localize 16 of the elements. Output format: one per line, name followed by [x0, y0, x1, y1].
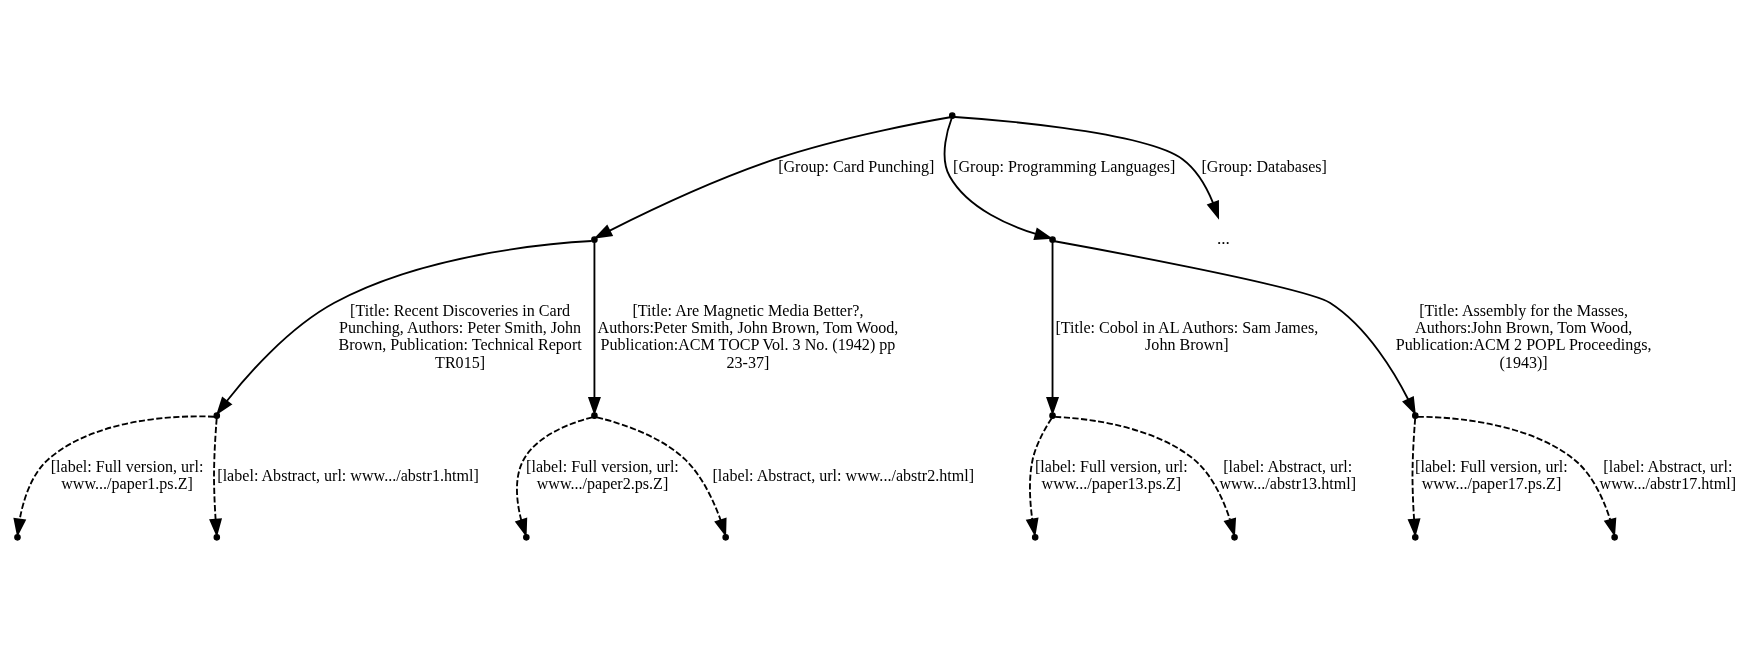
edge-label: [Title: Are Magnetic Media Better?, Authors:Peter Smith, John Brown, Tom Wood, Publication:ACM TOCP Vol. 3 No. (1942) pp 23-37] [597, 301, 899, 371]
edge-label: [label: Abstract, url: www.../abstr17.html] [1599, 457, 1737, 492]
edge-label: [label: Abstract, url: www.../abstr2.html] [712, 466, 975, 484]
edge-label: [label: Abstract, url: www.../abstr1.html] [217, 466, 479, 484]
edge-label: [Group: Programming Languages] [953, 157, 1176, 175]
edge-label: [label: Full version, url: www.../paper13.ps.Z] [1034, 457, 1188, 492]
edge-label: [Group: Card Punching] [778, 157, 935, 175]
edge-label: [label: Abstract, url: www.../abstr13.html] [1219, 457, 1357, 492]
edge-label: [label: Full version, url: www.../paper2.ps.Z] [526, 457, 679, 492]
node-text: ... [1216, 228, 1230, 248]
edge-label: [Title: Assembly for the Masses, Authors:John Brown, Tom Wood, Publication:ACM 2 POPL Proceedings, (1943)] [1395, 301, 1652, 371]
edge-label: [label: Full version, url: www.../paper17.ps.Z] [1415, 457, 1568, 492]
edge-label: [Title: Recent Discoveries in Card Punching, Authors: Peter Smith, John Brown, Publication: Technical Report TR015] [338, 301, 582, 371]
edge-label: [label: Full version, url: www.../paper1.ps.Z] [50, 457, 204, 492]
edge-label: [Group: Databases] [1201, 157, 1327, 175]
edge-label: [Title: Cobol in AL Authors: Sam James, John Brown] [1055, 318, 1319, 353]
